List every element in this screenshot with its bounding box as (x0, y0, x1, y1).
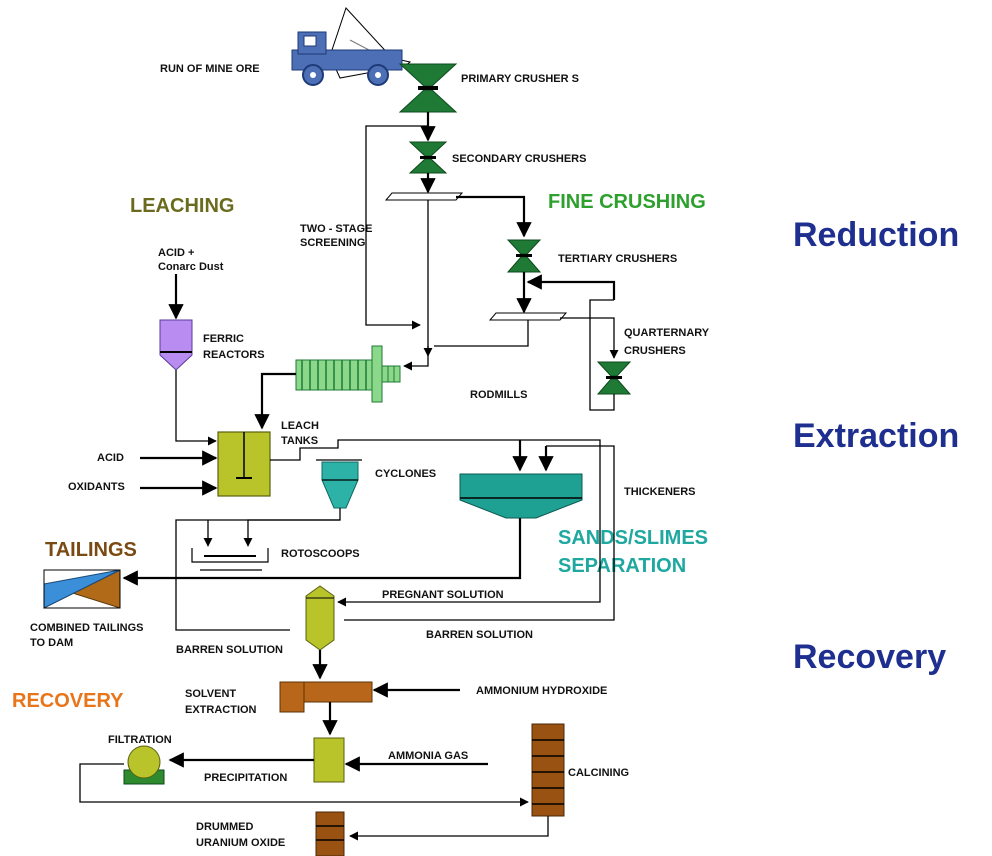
label-pregnant-solution: PREGNANT SOLUTION (382, 589, 504, 601)
label-tanks: TANKS (281, 435, 318, 447)
rodmill-icon (295, 345, 401, 403)
label-precipitation: PRECIPITATION (204, 772, 287, 784)
label-screening: SCREENING (300, 237, 365, 249)
stage-extraction: Extraction (793, 417, 959, 455)
label-leach: LEACH (281, 420, 319, 432)
label-ammonia-gas: AMMONIA GAS (388, 750, 468, 762)
heading-sands-slimes: SANDS/SLIMES (558, 527, 708, 549)
label-filtration: FILTRATION (108, 734, 172, 746)
label-run-of-mine-ore: RUN OF MINE ORE (160, 63, 260, 75)
label-cyclones: CYCLONES (375, 468, 436, 480)
label-barren-solution-right: BARREN SOLUTION (426, 629, 533, 641)
label-combined-tailings: COMBINED TAILINGS (30, 622, 143, 634)
solution-column-icon (305, 585, 335, 651)
label-uranium-oxide: URANIUM OXIDE (196, 837, 285, 849)
heading-leaching: LEACHING (130, 195, 234, 217)
calciner-icon (531, 723, 565, 817)
label-acid: ACID (97, 452, 124, 464)
leach-tank-icon (217, 431, 271, 497)
heading-separation: SEPARATION (558, 555, 686, 577)
screen-fine (488, 312, 568, 321)
label-conarc-dust: Conarc Dust (158, 261, 224, 273)
ferric-reactor-icon (159, 319, 193, 371)
label-extraction: EXTRACTION (185, 704, 257, 716)
precipitation-tank-icon (313, 737, 345, 783)
label-rodmills: RODMILLS (470, 389, 527, 401)
heading-recovery: RECOVERY (12, 690, 124, 712)
solvent-extraction-icon (279, 681, 373, 713)
label-rotoscoops: ROTOSCOOPS (281, 548, 360, 560)
label-primary-crushers: PRIMARY CRUSHER S (461, 73, 579, 85)
rotoscoop-icon (191, 548, 269, 571)
label-ammonium-hydroxide: AMMONIUM HYDROXIDE (476, 685, 607, 697)
label-quarternary: QUARTERNARY (624, 327, 710, 339)
label-thickeners: THICKENERS (624, 486, 696, 498)
thickener-icon (459, 473, 583, 519)
label-solvent: SOLVENT (185, 688, 236, 700)
stage-recovery: Recovery (793, 638, 946, 676)
quarternary-crusher-icon (596, 361, 632, 395)
screen-two-stage (384, 192, 464, 201)
primary-crusher-icon (398, 63, 458, 113)
tertiary-crusher-icon (506, 239, 542, 273)
label-secondary-crushers: SECONDARY CRUSHERS (452, 153, 586, 165)
label-drummed: DRUMMED (196, 821, 253, 833)
tailings-dam-icon (43, 569, 121, 609)
label-reactors: REACTORS (203, 349, 265, 361)
label-oxidants: OXIDANTS (68, 481, 125, 493)
label-calcining: CALCINING (568, 767, 629, 779)
heading-tailings: TAILINGS (45, 539, 137, 561)
label-barren-solution-left: BARREN SOLUTION (176, 644, 283, 656)
label-two-stage: TWO - STAGE (300, 223, 373, 235)
label-tertiary-crushers: TERTIARY CRUSHERS (558, 253, 677, 265)
cyclone-icon (316, 459, 362, 509)
label-ferric: FERRIC (203, 333, 244, 345)
truck-icon (291, 7, 412, 86)
heading-fine-crushing: FINE CRUSHING (548, 191, 706, 213)
filtration-icon (123, 745, 165, 785)
label-to-dam: TO DAM (30, 637, 73, 649)
drum-icon (315, 811, 345, 856)
label-acid-plus: ACID + (158, 247, 194, 259)
label-quarternary-crushers: CRUSHERS (624, 345, 686, 357)
secondary-crusher-icon (408, 141, 448, 174)
stage-reduction: Reduction (793, 216, 959, 254)
